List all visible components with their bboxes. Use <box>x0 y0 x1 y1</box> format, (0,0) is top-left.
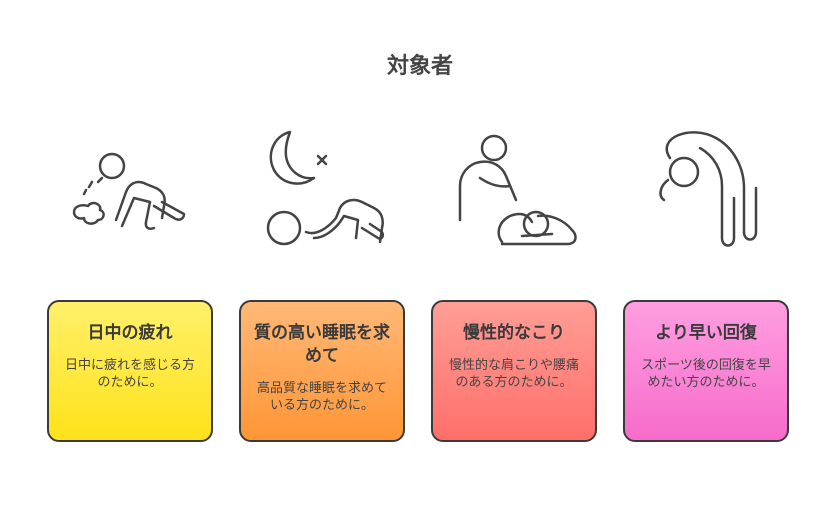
card-title: 日中の疲れ <box>87 323 173 343</box>
stretching-person-icon <box>650 120 770 250</box>
card-description: 日中に疲れを感じる方のために。 <box>64 358 195 390</box>
card-daytime-fatigue: 日中の疲れ 日中に疲れを感じる方のために。 <box>47 300 213 442</box>
card-description: 高品質な睡眠を求めている方のために。 <box>256 381 387 413</box>
moon-and-sleeping-person-icon <box>258 120 398 250</box>
card-description: 慢性的な肩こりや腰痛のある方のために。 <box>448 358 579 390</box>
card-title: より早い回復 <box>655 323 757 343</box>
card-chronic-stiffness: 慢性的なこり 慢性的な肩こりや腰痛のある方のために。 <box>431 300 597 442</box>
card-title: 質の高い睡眠を求めて <box>254 323 390 366</box>
crawling-tired-person-icon <box>62 120 202 240</box>
card-faster-recovery: より早い回復 スポーツ後の回復を早めたい方のために。 <box>623 300 789 442</box>
page-title: 対象者 <box>386 54 453 79</box>
card-quality-sleep: 質の高い睡眠を求めて 高品質な睡眠を求めている方のために。 <box>239 300 405 442</box>
card-description: スポーツ後の回復を早めたい方のために。 <box>641 358 771 390</box>
card-title: 慢性的なこり <box>463 323 565 343</box>
massage-person-icon <box>452 120 592 250</box>
